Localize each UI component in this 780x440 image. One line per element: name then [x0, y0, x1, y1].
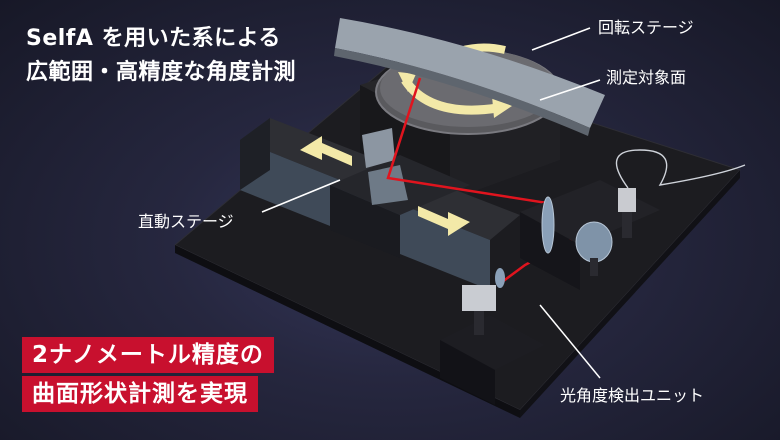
callout-optical-detector: 光角度検出ユニット — [560, 382, 704, 406]
headline-line-2: 広範囲・高精度な角度計測 — [26, 56, 296, 90]
lens-post — [590, 258, 598, 276]
callout-rotation-stage: 回転ステージ — [598, 14, 694, 38]
lens-tall — [542, 197, 554, 253]
fiber-coupler-post — [622, 212, 632, 238]
callout-measured-surface: 測定対象面 — [606, 64, 686, 88]
lens-round — [576, 222, 612, 262]
fiber-coupler — [618, 188, 636, 212]
headline-line-1: SelfA を用いた系による — [26, 22, 296, 56]
sensor-lens — [495, 268, 505, 288]
sensor-post — [474, 311, 484, 335]
callout-line-rotation — [532, 28, 590, 50]
headline: SelfA を用いた系による 広範囲・高精度な角度計測 — [26, 22, 296, 90]
banner-line-2: 曲面形状計測を実現 — [22, 376, 258, 412]
sensor-housing — [462, 285, 496, 311]
banner-line-1: 2ナノメートル精度の — [22, 337, 274, 373]
callout-linear-stage: 直動ステージ — [138, 208, 234, 232]
